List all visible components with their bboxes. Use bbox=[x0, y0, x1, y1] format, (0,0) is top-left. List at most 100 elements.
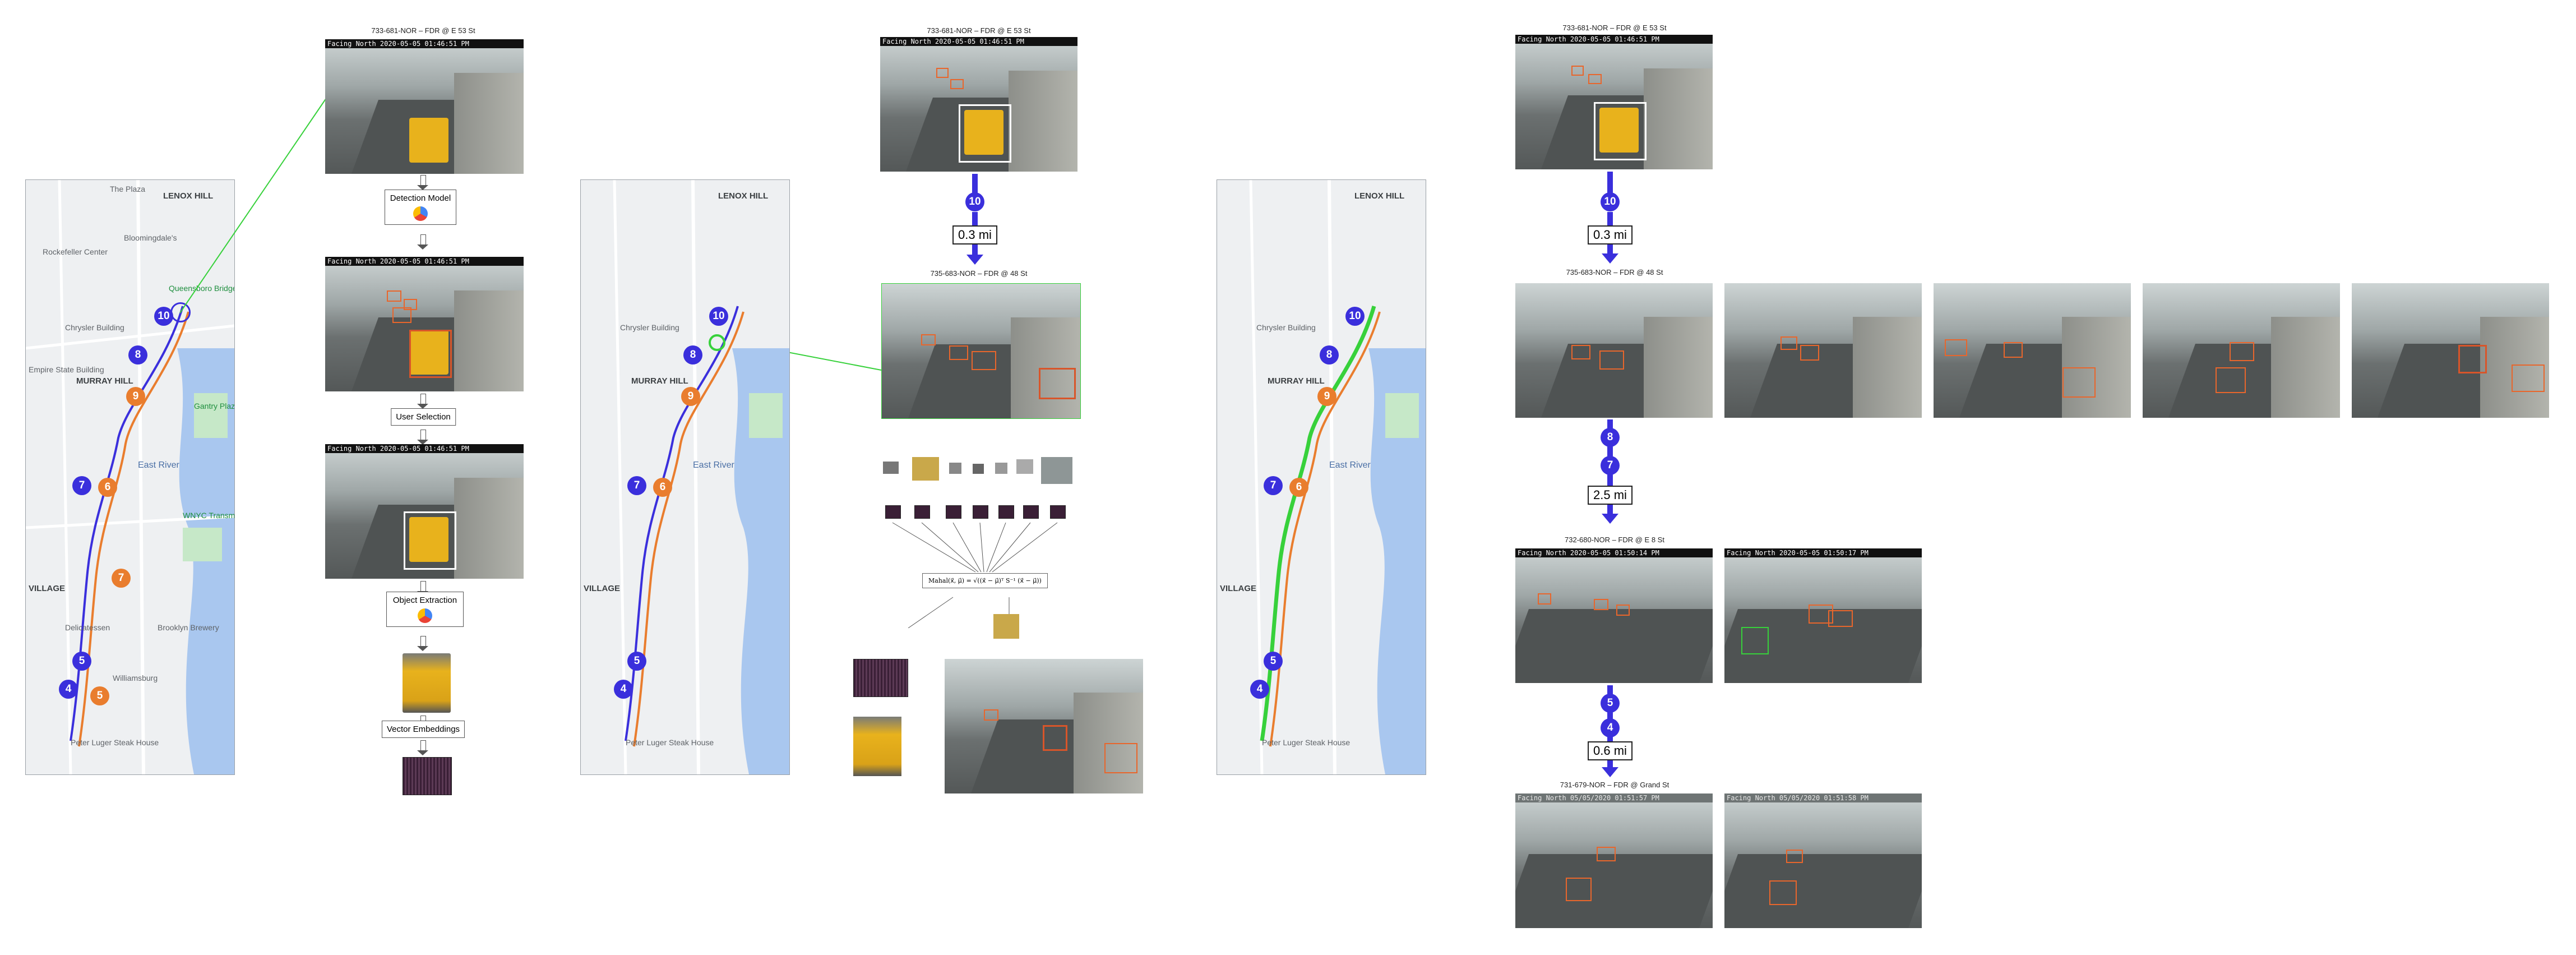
middle-caption-2: 735-683-NOR – FDR @ 48 St bbox=[930, 269, 1028, 278]
map-node-ring bbox=[170, 302, 191, 322]
query-crop-image bbox=[993, 614, 1019, 639]
arrow-3 bbox=[417, 394, 428, 409]
map-node-9: 9 bbox=[1317, 387, 1336, 406]
map-label-bloomingdales: Bloomingdale's bbox=[124, 233, 177, 242]
route-arrow-head bbox=[1602, 253, 1618, 264]
pipeline-frame-detected: Facing North 2020-05-05 01:46:51 PM bbox=[325, 257, 524, 391]
route-stem bbox=[972, 212, 978, 227]
query-object-image bbox=[853, 717, 901, 776]
frame-overlay: Facing North 2020-05-05 01:46:51 PM bbox=[325, 39, 524, 48]
distance-label-1: 0.3 mi bbox=[1588, 225, 1632, 244]
middle-frame-1: Facing North 2020-05-05 01:46:51 PM bbox=[880, 37, 1077, 172]
map-label-eastriver: East River bbox=[693, 460, 734, 470]
frame-overlay: Facing North 2020-05-05 01:50:17 PM bbox=[1724, 548, 1922, 557]
distance-label-3: 0.6 mi bbox=[1588, 741, 1632, 760]
route-node-10: 10 bbox=[965, 192, 984, 211]
frame-overlay: Facing North 05/05/2020 01:51:57 PM bbox=[1515, 793, 1713, 802]
right-frame-2a bbox=[1515, 283, 1713, 418]
map-label-brooklyn: Brooklyn Brewery bbox=[158, 623, 219, 632]
map-panel-2: LENOX HILL Chrysler Building MURRAY HILL… bbox=[580, 179, 790, 775]
map-label-peterluger: Peter Luger Steak House bbox=[1262, 738, 1351, 747]
map-node-7: 7 bbox=[72, 476, 91, 495]
map-label-lenox: LENOX HILL bbox=[163, 191, 214, 201]
detection-model-box: Detection Model bbox=[385, 190, 456, 225]
route-stem bbox=[1607, 244, 1613, 255]
query-embedding-image bbox=[853, 659, 908, 697]
arrow-2 bbox=[417, 234, 428, 250]
route-stem bbox=[1607, 505, 1613, 515]
model-logo-icon bbox=[418, 608, 432, 623]
map-node-6: 6 bbox=[1289, 478, 1308, 497]
arrow-5 bbox=[417, 581, 428, 596]
map-label-eastriver: East River bbox=[1329, 460, 1371, 470]
map-label-rockefeller: Rockefeller Center bbox=[43, 247, 108, 256]
map-label-murray: MURRAY HILL bbox=[76, 376, 133, 386]
map-node-8: 8 bbox=[683, 345, 702, 365]
frame-overlay: Facing North 2020-05-05 01:50:14 PM bbox=[1515, 548, 1713, 557]
embedding-vector-image bbox=[403, 757, 452, 795]
object-extraction-box: Object Extraction bbox=[386, 592, 464, 627]
map-label-wnyc: WNYC Transmitter Park bbox=[183, 511, 235, 520]
right-frame-2d bbox=[2143, 283, 2340, 418]
match-frame bbox=[945, 659, 1143, 793]
route-node-5: 5 bbox=[1601, 694, 1620, 713]
frame-overlay: Facing North 2020-05-05 01:46:51 PM bbox=[880, 37, 1077, 46]
middle-frame-2 bbox=[881, 283, 1081, 419]
route-stem bbox=[1607, 172, 1613, 201]
map-label-village: VILLAGE bbox=[29, 584, 66, 593]
model-logo-icon bbox=[413, 206, 428, 221]
map-label-lenox: LENOX HILL bbox=[1354, 191, 1405, 201]
vector-embeddings-box: Vector Embeddings bbox=[381, 721, 465, 738]
map-panel-1: The Plaza LENOX HILL Rockefeller Center … bbox=[25, 179, 235, 775]
map-roads bbox=[1217, 180, 1426, 774]
map-node-5: 5 bbox=[72, 652, 91, 671]
route-stem bbox=[972, 244, 978, 256]
map-node-6: 6 bbox=[98, 478, 117, 497]
frame-overlay: Facing North 2020-05-05 01:46:51 PM bbox=[325, 257, 524, 266]
arrow-1 bbox=[417, 175, 428, 190]
map-label-gantry: Gantry Plaza State Park bbox=[194, 402, 235, 410]
frame-overlay: Facing North 05/05/2020 01:51:58 PM bbox=[1724, 793, 1922, 802]
frame-overlay: Facing North 2020-05-05 01:46:51 PM bbox=[325, 444, 524, 453]
map-label-empire: Empire State Building bbox=[29, 365, 104, 374]
right-caption-3: 732-680-NOR – FDR @ E 8 St bbox=[1565, 536, 1664, 544]
right-frame-3b: Facing North 2020-05-05 01:50:17 PM bbox=[1724, 548, 1922, 683]
route-stem bbox=[1607, 474, 1613, 487]
map-label-lenox: LENOX HILL bbox=[718, 191, 769, 201]
map-node-5: 5 bbox=[1264, 652, 1283, 671]
user-selection-box: User Selection bbox=[391, 408, 456, 426]
route-stem bbox=[1607, 760, 1613, 768]
map-label-queensboro: Queensboro Bridge bbox=[169, 284, 235, 293]
map-node-4: 4 bbox=[614, 680, 633, 699]
mahalanobis-formula: Mahal(x⃗, μ⃗) = √((x⃗ − μ⃗)ᵀ S⁻¹ (x⃗ − μ… bbox=[922, 573, 1048, 588]
distance-label-2: 2.5 mi bbox=[1588, 486, 1632, 505]
map-node-10: 10 bbox=[1345, 307, 1365, 326]
route-node-8: 8 bbox=[1601, 428, 1620, 447]
map-label-peterluger: Peter Luger Steak House bbox=[626, 738, 714, 747]
map-node-8: 8 bbox=[1320, 345, 1339, 365]
object-extraction-label: Object Extraction bbox=[392, 596, 457, 605]
frame-overlay: Facing North 2020-05-05 01:46:51 PM bbox=[1515, 35, 1713, 44]
right-frame-1: Facing North 2020-05-05 01:46:51 PM bbox=[1515, 35, 1713, 169]
route-node-7: 7 bbox=[1601, 456, 1620, 475]
route-node-4: 4 bbox=[1601, 718, 1620, 737]
distance-label: 0.3 mi bbox=[952, 225, 997, 244]
pipeline-frame-raw: Facing North 2020-05-05 01:46:51 PM bbox=[325, 39, 524, 174]
map-node-4: 4 bbox=[59, 680, 78, 699]
right-caption-1: 733-681-NOR – FDR @ E 53 St bbox=[1562, 24, 1667, 32]
map-label-village: VILLAGE bbox=[584, 584, 621, 593]
pipeline-caption: 733-681-NOR – FDR @ E 53 St bbox=[371, 26, 475, 35]
map-label-murray: MURRAY HILL bbox=[631, 376, 688, 386]
right-frame-4a: Facing North 05/05/2020 01:51:57 PM bbox=[1515, 793, 1713, 928]
route-arrow-head bbox=[1602, 514, 1618, 524]
map-label-peterluger: Peter Luger Steak House bbox=[71, 738, 159, 747]
map-node-7b: 7 bbox=[112, 569, 131, 588]
route-stem bbox=[972, 174, 978, 205]
map-roads bbox=[581, 180, 789, 774]
map-node-4: 4 bbox=[1250, 680, 1269, 699]
map-node-10: 10 bbox=[709, 307, 728, 326]
route-stem bbox=[1607, 737, 1613, 742]
map-label-village: VILLAGE bbox=[1220, 584, 1257, 593]
detection-model-label: Detection Model bbox=[390, 193, 451, 203]
map-panel-3: LENOX HILL Chrysler Building MURRAY HILL… bbox=[1217, 179, 1426, 775]
